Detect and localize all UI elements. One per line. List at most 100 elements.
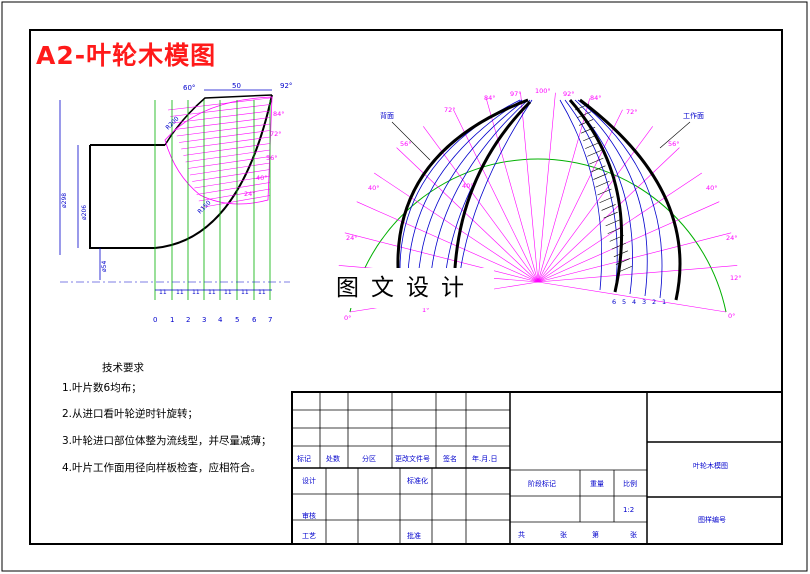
tb-col-zone: 分区 [362, 454, 376, 463]
blade-front-right [579, 98, 682, 301]
blade-number: 4 [632, 298, 636, 306]
radial-line [453, 109, 539, 283]
station-label: 7 [268, 316, 272, 324]
angle-label: 56° [668, 140, 680, 148]
tb-weight: 重量 [590, 480, 604, 488]
title-block-text: 标记 处数 分区 更改文件号 签名 年.月.日 设计 标准化 审核 工艺 批准 … [297, 454, 728, 540]
angle-labels-left: 72° 56° 40° 24° 0° [344, 106, 456, 322]
angle-mark: 24° [244, 190, 256, 198]
shroud-curve [154, 94, 273, 249]
hub-outline [89, 144, 165, 249]
right-blade-view: 背面 工作面 84°97°100°92°84° 72°56°40°24°0° 7… [338, 87, 742, 322]
tb-drawing-no: 图样编号 [698, 515, 726, 524]
blade-number: 2 [652, 298, 656, 306]
station-label: 5 [235, 316, 239, 324]
watermark-text: 图文设计 [318, 268, 494, 308]
green-outer-arc [349, 158, 727, 313]
blade-back-left [396, 98, 529, 269]
note-item: 3.叶轮进口部位体整为流线型，并尽量减薄； [62, 435, 272, 447]
station-label: 3 [202, 316, 206, 324]
tb-col-sign: 签名 [443, 454, 457, 463]
label-back-face: 背面 [380, 111, 394, 120]
spacing-label: 11 [176, 289, 184, 296]
tb-sheet-num: 第 [592, 530, 599, 539]
dim-top-right: 92° [280, 82, 292, 90]
blade-profiles-right [559, 99, 663, 299]
blade-number: 3 [642, 298, 646, 306]
tb-col-date: 年.月.日 [472, 454, 497, 463]
station-label: 0 [153, 316, 157, 324]
left-angle-marks: 84°72°56°40°24° [244, 110, 285, 198]
spacing-label: 11 [224, 289, 232, 296]
left-section-view: 50 60° 92° ø298 ø206 ø54 R200 R150 84°72… [59, 82, 292, 324]
tb-col-count: 处数 [326, 454, 340, 463]
radial-line [537, 98, 591, 283]
blade-number: 6 [612, 298, 616, 306]
spacing-label: 11 [192, 289, 200, 296]
dim-top-width: 50 [232, 82, 241, 90]
radial-line [537, 109, 623, 283]
blade-number: 5 [622, 298, 626, 306]
station-lines [154, 100, 271, 300]
radial-line [520, 92, 539, 283]
tb-scale-value: 1:2 [623, 506, 634, 514]
station-label: 6 [252, 316, 257, 324]
note-item: 4.叶片工作面用径向样板检查，应相符合。 [62, 462, 262, 474]
drawing-title: A2-叶轮木模图 [36, 41, 217, 70]
station-label: 2 [186, 316, 190, 324]
dim-dia-hub: ø54 [101, 261, 108, 272]
angle-label: 40° [368, 184, 380, 192]
tb-design: 设计 [302, 476, 316, 485]
radial-line [485, 98, 539, 283]
note-item: 1.叶片数6均布； [62, 382, 142, 394]
spacing-label: 11 [241, 289, 249, 296]
radial-line [537, 126, 653, 283]
dim-top-left: 60° [183, 84, 195, 92]
dim-radius-b: R150 [196, 199, 212, 215]
angle-labels-inner: 40°1° [422, 182, 474, 314]
right-blade-hatch [574, 103, 633, 273]
spacing-label: 11 [159, 289, 167, 296]
angle-mark: 84° [273, 110, 285, 118]
hatch-lines [167, 97, 271, 208]
angle-mark: 56° [266, 154, 278, 162]
angle-label: 84° [590, 94, 602, 102]
blade-number: 1 [662, 298, 666, 306]
angle-label: 92° [563, 90, 575, 98]
radial-line [344, 232, 539, 283]
radial-line [537, 147, 680, 283]
angle-label: 24° [726, 234, 738, 242]
angle-label: 24° [346, 234, 358, 242]
tb-sheet-unit-b: 张 [630, 530, 637, 539]
angle-label: 100° [535, 87, 551, 95]
hub-curve [164, 94, 273, 146]
tb-approve: 批准 [407, 531, 421, 540]
spacing-label: 11 [208, 289, 216, 296]
tb-part-name: 叶轮木模图 [693, 461, 728, 470]
dim-dia-mid: ø206 [81, 205, 88, 220]
radial-line [537, 201, 720, 283]
angle-label: 56° [400, 140, 412, 148]
angle-label: 97° [510, 90, 522, 98]
radial-line [537, 232, 732, 283]
notes-heading: 技术要求 [102, 362, 144, 374]
tb-sheet-total: 共 [518, 530, 525, 539]
radial-line [537, 92, 556, 283]
angle-label: 0° [344, 314, 351, 322]
station-label: 4 [218, 316, 223, 324]
tb-col-change: 更改文件号 [395, 454, 430, 463]
tb-sheet-unit-a: 张 [560, 530, 567, 539]
dim-dia-outer: ø298 [61, 193, 68, 208]
blade-front-left [453, 100, 532, 269]
angle-label: 40° [706, 184, 718, 192]
radial-line [537, 265, 738, 283]
radial-line [537, 172, 702, 283]
tb-stage-mark: 阶段标记 [528, 479, 556, 488]
angle-label: 72° [444, 106, 456, 114]
tb-scale-label: 比例 [623, 479, 637, 488]
